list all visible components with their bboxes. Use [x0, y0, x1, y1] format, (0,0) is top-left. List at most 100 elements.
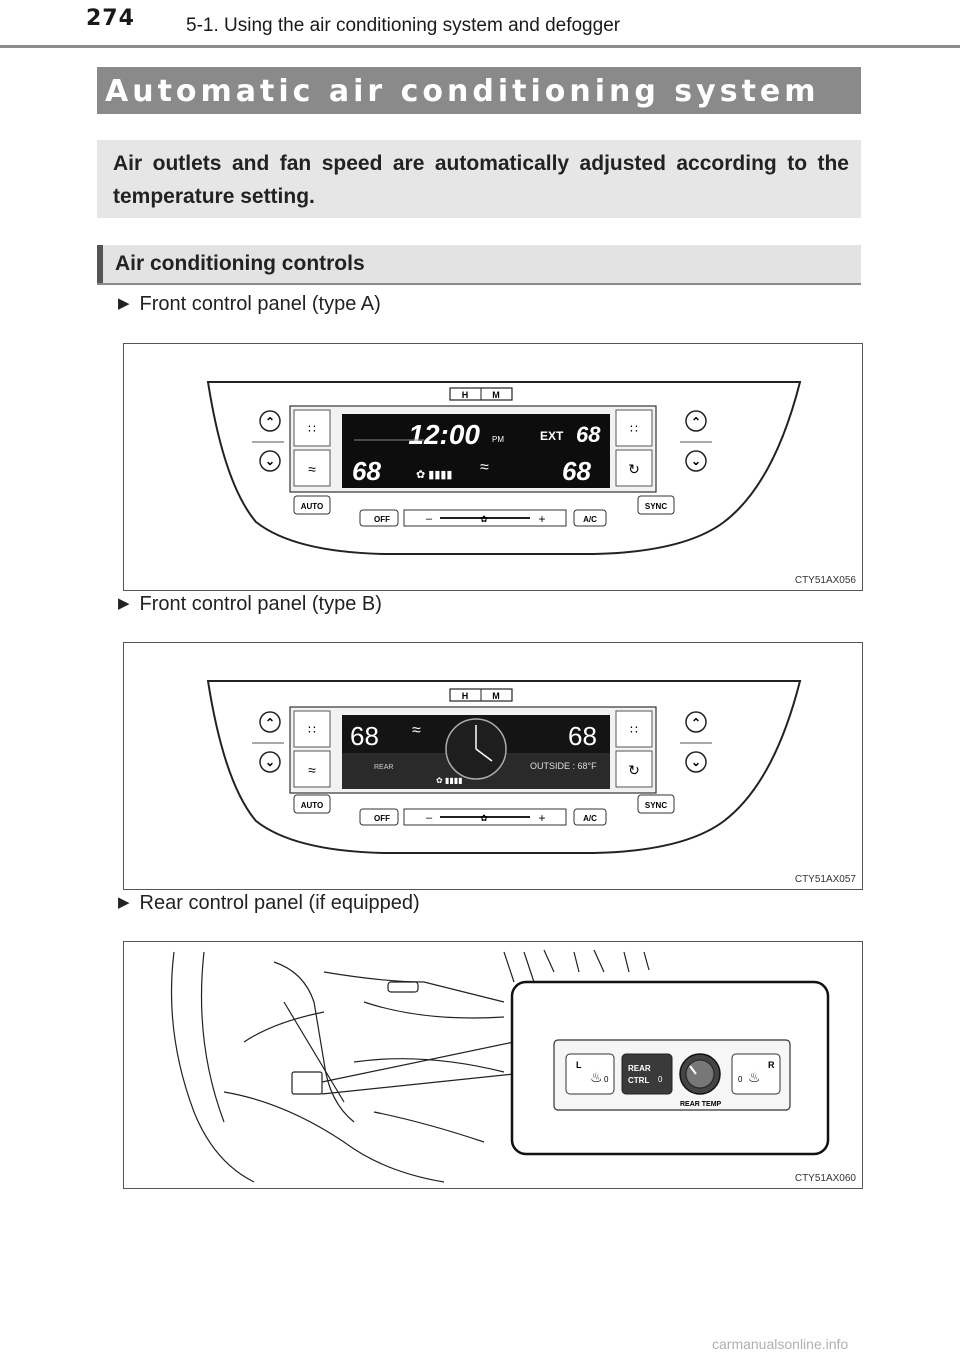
chevron-down-icon: ⌄	[265, 755, 275, 769]
fan-minus: –	[426, 513, 433, 525]
fan-minus: –	[426, 812, 433, 824]
fan-level-icon: ✿ ▮▮▮▮	[416, 469, 453, 481]
left-zero: 0	[604, 1075, 609, 1084]
display-screen	[342, 414, 610, 488]
rear-defogger-button[interactable]	[615, 710, 653, 748]
chevron-down-icon: ⌄	[265, 454, 275, 468]
rear-ctrl-line1: REAR	[628, 1064, 651, 1073]
pm-text: PM	[492, 435, 504, 444]
h-label: H	[462, 691, 469, 701]
rear-panel-illustration: L ♨ 0 REAR CTRL 0 REAR TEMP 0 ♨ R	[170, 949, 830, 1183]
left-seat-heater-button[interactable]	[565, 1053, 615, 1095]
subheading-text: Air conditioning controls	[115, 252, 365, 275]
rear-seat-sketch	[170, 949, 650, 1183]
ac-label: A/C	[583, 814, 597, 823]
ac-label: A/C	[583, 515, 597, 524]
list-item-panel-a: ▶Front control panel (type A)	[118, 293, 381, 316]
mode-button[interactable]	[293, 750, 331, 788]
left-temp: 68	[352, 456, 381, 486]
figure-code: CTY51AX060	[794, 1173, 856, 1184]
front-defogger-button[interactable]	[293, 409, 331, 447]
seat-heater-icon: ♨	[748, 1069, 761, 1085]
recirculation-button[interactable]	[615, 750, 653, 788]
auto-button[interactable]	[293, 794, 331, 814]
sync-button[interactable]	[637, 794, 675, 814]
ac-button[interactable]	[573, 509, 607, 527]
off-button[interactable]	[359, 808, 399, 826]
right-zero: 0	[738, 1075, 743, 1084]
airflow-display-icon: ≈	[480, 459, 489, 476]
right-temp: 68	[568, 721, 597, 751]
sync-button[interactable]	[637, 495, 675, 515]
left-temp-down-button[interactable]	[259, 450, 281, 472]
front-defogger-button[interactable]	[293, 710, 331, 748]
chevron-up-icon: ⌃	[265, 716, 275, 730]
sync-label: SYNC	[645, 502, 667, 511]
clock-text: 12:00	[408, 419, 480, 450]
ext-label: EXT	[540, 429, 564, 443]
right-temp-down-button[interactable]	[685, 751, 707, 773]
rear-defogger-icon: ∷	[630, 723, 638, 737]
auto-button[interactable]	[293, 495, 331, 515]
recirculation-button[interactable]	[615, 449, 653, 487]
chevron-up-icon: ⌃	[265, 415, 275, 429]
subheading-accent	[97, 245, 103, 283]
ac-button[interactable]	[573, 808, 607, 826]
rear-ctrl-button[interactable]	[621, 1053, 673, 1095]
figure-panel-a: H M ∷ ≈ ∷ ↻ 12:00 PM EXT 68 68 68 ✿ ▮▮▮▮…	[123, 343, 863, 591]
rear-defogger-button[interactable]	[615, 409, 653, 447]
mode-button[interactable]	[293, 449, 331, 487]
figure-panel-b: H M ∷ ≈ ∷ ↻ 68 68 ≈ REAR OUTSIDE : 68°F …	[123, 642, 863, 890]
page-title-bar: Automatic air conditioning system	[97, 67, 861, 114]
right-seat-heater-button[interactable]	[731, 1053, 781, 1095]
chevron-up-icon: ⌃	[691, 415, 701, 429]
m-label: M	[492, 390, 500, 400]
airflow-mode-icon: ≈	[308, 762, 316, 778]
seat-heater-icon: ♨	[590, 1069, 603, 1085]
right-temp-down-button[interactable]	[685, 450, 707, 472]
outside-temp: OUTSIDE : 68°F	[530, 761, 597, 771]
list-item-panel-b: ▶Front control panel (type B)	[118, 593, 382, 616]
sync-label: SYNC	[645, 801, 667, 810]
header-rule	[0, 45, 960, 48]
front-defogger-icon: ∷	[308, 422, 316, 436]
section-title: 5-1. Using the air conditioning system a…	[186, 15, 621, 36]
chevron-up-icon: ⌃	[691, 716, 701, 730]
fan-plus: +	[538, 811, 545, 825]
front-defogger-icon: ∷	[308, 723, 316, 737]
fan-level-icon: ✿ ▮▮▮▮	[436, 776, 463, 785]
page-title: Automatic air conditioning system	[105, 74, 820, 109]
auto-label: AUTO	[301, 502, 324, 511]
recirculation-icon: ↻	[628, 461, 640, 477]
figure-code: CTY51AX056	[794, 575, 856, 586]
ext-temp: 68	[576, 422, 601, 447]
chevron-down-icon: ⌄	[691, 454, 701, 468]
page-number: 274	[86, 6, 135, 31]
right-temp-up-button[interactable]	[685, 711, 707, 733]
list-item-rear-panel: ▶Rear control panel (if equipped)	[118, 892, 420, 915]
right-temp-up-button[interactable]	[685, 410, 707, 432]
off-button[interactable]	[359, 509, 399, 527]
left-temp-up-button[interactable]	[259, 711, 281, 733]
fan-plus: +	[538, 512, 545, 526]
fan-icon: ✿	[480, 813, 488, 823]
fan-icon: ✿	[480, 514, 488, 524]
figure-code: CTY51AX057	[794, 874, 856, 885]
triangle-bullet-icon: ▶	[118, 295, 130, 312]
airflow-display-icon: ≈	[412, 722, 421, 739]
h-label: H	[462, 390, 469, 400]
panel-a-illustration: H M ∷ ≈ ∷ ↻ 12:00 PM EXT 68 68 68 ✿ ▮▮▮▮…	[206, 381, 802, 555]
auto-label: AUTO	[301, 801, 324, 810]
m-label: M	[492, 691, 500, 701]
list-item-label: Front control panel (type B)	[139, 593, 382, 615]
right-label: R	[768, 1060, 775, 1070]
off-label: OFF	[374, 814, 390, 823]
off-label: OFF	[374, 515, 390, 524]
rear-defogger-icon: ∷	[630, 422, 638, 436]
left-temp-up-button[interactable]	[259, 410, 281, 432]
airflow-mode-icon: ≈	[308, 461, 316, 477]
left-temp-down-button[interactable]	[259, 751, 281, 773]
rear-ctrl-zero: 0	[658, 1075, 663, 1084]
left-label: L	[576, 1060, 582, 1070]
left-temp: 68	[350, 721, 379, 751]
